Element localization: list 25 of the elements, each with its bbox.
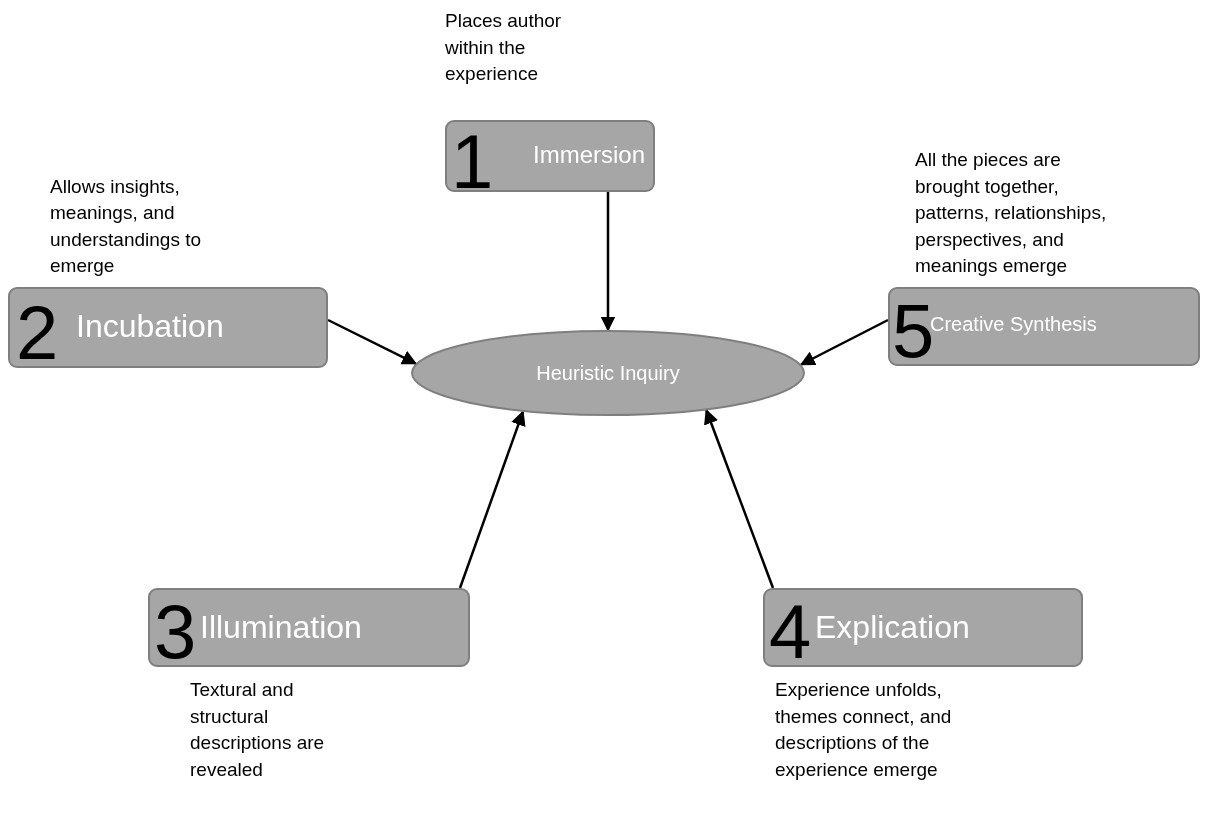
annotation-text: Allows insights, meanings, and understandings to emerge: [50, 174, 203, 279]
process-box: [888, 287, 1200, 366]
annotation-text: Experience unfolds, themes connect, and descriptions of the experience emerge: [775, 678, 953, 782]
process-box: [148, 588, 470, 667]
annotation-text: Places author within the experience: [445, 9, 563, 87]
node-label: Heuristic Inquiry: [536, 362, 680, 384]
process-box: [8, 287, 328, 368]
arrow: [458, 410, 526, 589]
ellipse-node: [411, 330, 805, 416]
annotation-text: Textural and structural descriptions are revealed: [190, 678, 326, 782]
arrow: [327, 318, 418, 365]
arrow: [799, 318, 889, 366]
process-box: [445, 120, 655, 192]
node-label: Explication: [815, 610, 970, 646]
annotation-text: All the pieces are brought together, patterns, relationships, perspectives, and meanings emerge: [915, 148, 1108, 279]
arrow: [704, 408, 775, 589]
node-label: Immersion: [533, 142, 646, 169]
node-label: Incubation: [76, 309, 224, 345]
process-box: [763, 588, 1083, 667]
node-label: Illumination: [200, 610, 362, 646]
arrow: [600, 192, 616, 332]
step-number: 1: [451, 124, 494, 200]
step-number: 4: [769, 594, 812, 670]
step-number: 3: [154, 594, 197, 670]
step-number: 2: [16, 295, 59, 371]
